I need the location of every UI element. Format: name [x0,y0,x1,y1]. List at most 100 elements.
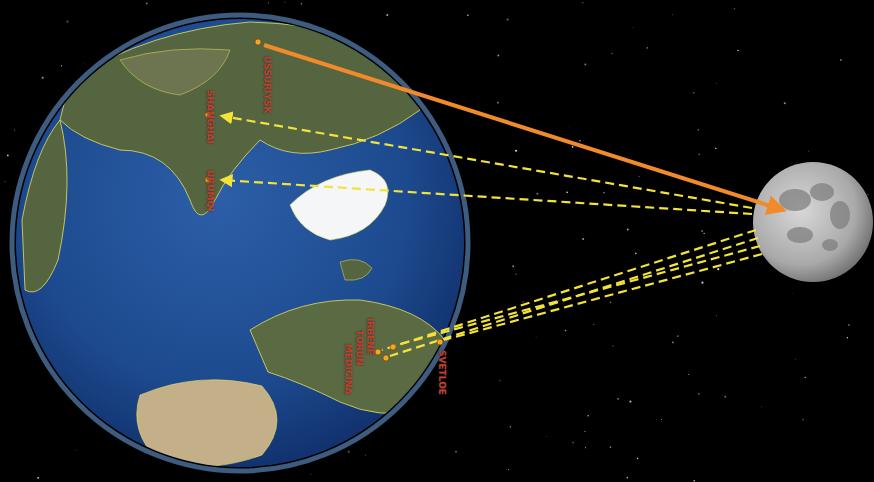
station-label: IRBENE [364,318,375,355]
star [515,273,517,275]
star [593,324,595,326]
station-label: SVETLOE [436,350,447,395]
star [566,191,568,193]
star [572,442,574,444]
star [661,419,662,420]
star [637,458,638,459]
mare [830,201,850,229]
station-label: MEDICINA [342,344,353,394]
star [14,129,15,130]
station-marker [390,344,396,350]
star [867,194,868,195]
moon [753,162,873,282]
star [42,77,44,79]
star [724,396,726,398]
star [536,193,538,195]
star [639,176,640,177]
star [585,447,586,448]
star [802,419,803,420]
star [569,126,571,128]
star [701,282,703,284]
star [612,345,613,346]
island [340,260,372,281]
star [522,301,523,302]
star [582,238,584,240]
station-label: TORUN [353,330,364,366]
star [365,454,366,455]
star [512,265,514,267]
star [579,140,580,141]
star [633,27,635,29]
star [734,8,736,10]
mare [779,189,811,211]
star [510,426,511,427]
star [703,233,704,234]
star [715,148,716,149]
station-marker [437,339,443,345]
star [515,150,517,152]
star-field [4,2,870,482]
star [807,150,809,152]
star [610,301,612,303]
land-masses [22,22,445,467]
star [611,53,613,55]
star [688,374,689,375]
star [348,451,350,453]
region-shade [120,49,230,95]
star [761,406,763,408]
star [584,63,586,65]
star [572,146,574,148]
star [677,335,679,337]
star [61,65,62,66]
star [301,3,303,5]
star [268,2,269,3]
star [146,3,148,5]
star [507,19,509,21]
atmosphere-glow [12,15,468,471]
star [565,330,567,332]
africa-desert [137,380,277,467]
station-label: URUMQI [204,170,215,212]
mare [787,227,813,243]
greenland-ice [290,170,388,240]
star [627,229,629,231]
star [4,181,5,182]
signal-paths [222,45,783,356]
star [699,153,700,154]
echo-path [222,116,752,208]
star [693,480,695,482]
star [558,300,559,301]
star [840,59,842,61]
station-marker [375,349,381,355]
west-landmass [22,120,67,292]
star [693,92,695,94]
star [805,377,806,378]
star [310,473,312,475]
star [535,336,537,338]
moon-maria [779,183,850,251]
star [499,380,500,381]
star [635,252,637,254]
star [701,230,702,231]
echo-path [390,238,758,356]
mare [810,183,834,201]
star [508,469,509,470]
star [626,477,628,479]
star [617,398,619,400]
star [784,102,786,104]
star [84,62,86,64]
station-markers [205,39,443,361]
star [497,55,499,57]
echo-path [444,254,762,340]
star [716,314,718,316]
star [587,415,589,417]
star [698,393,699,394]
star [74,449,76,451]
star [593,198,595,200]
star [847,337,848,338]
star [791,293,793,295]
echo-path [222,180,752,214]
